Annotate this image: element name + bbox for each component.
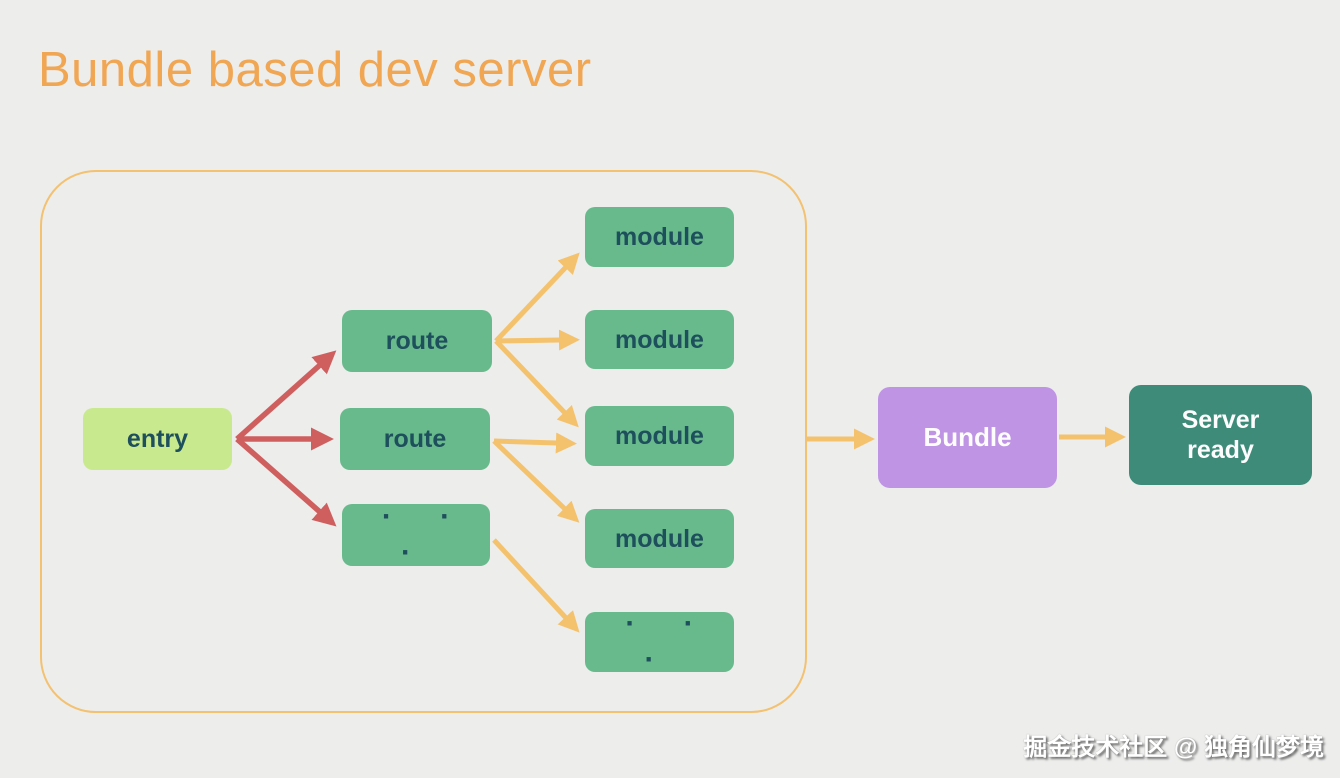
module-node-2: module <box>585 310 734 369</box>
watermark: 掘金技术社区 @ 独角仙梦境 <box>1023 734 1324 761</box>
route-node-2: route <box>340 408 490 470</box>
route-node-1: route <box>342 310 492 372</box>
module-node-4: module <box>585 509 734 568</box>
entry-node: entry <box>83 408 232 470</box>
bundle-node: Bundle <box>878 387 1057 488</box>
route-node-more: · · · <box>342 500 490 569</box>
module-node-more: · · · <box>585 607 734 676</box>
dev-server-group-box <box>40 170 807 713</box>
server-ready-node: Server ready <box>1129 385 1312 485</box>
module-node-1: module <box>585 207 734 267</box>
page-title: Bundle based dev server <box>38 43 592 97</box>
module-node-3: module <box>585 406 734 466</box>
